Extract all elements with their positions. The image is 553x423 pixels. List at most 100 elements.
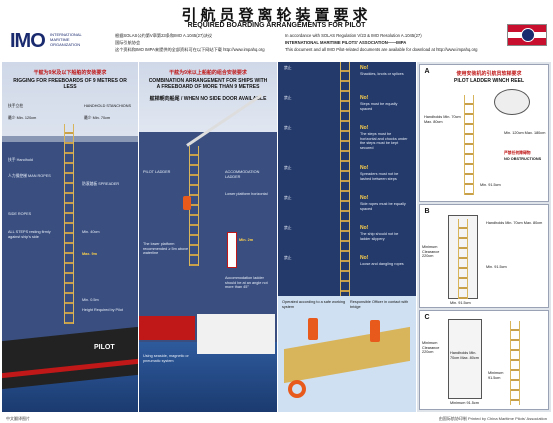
- p1-label-min70: 最少 Min. 70cm: [84, 116, 111, 120]
- no-desc-2: Steps must be equally spaced: [360, 102, 398, 111]
- footer: 中文翻译图片 由国际航协印制 Printed by China Maritime…: [0, 413, 553, 423]
- section-b-label-handholds: Handholds Min. 70cm Max. 80cm: [486, 221, 543, 225]
- side-door-frame: [448, 319, 482, 399]
- section-c-label-clearance: Minimum Clearance 220cm: [422, 341, 440, 355]
- imo-logo-sub: INTERNATIONAL MARITIME ORGANIZATION: [50, 32, 82, 47]
- p1-label-max9m: Max. 9m: [82, 252, 97, 256]
- section-a-label-min120: Min. 120cm Max. 180cm: [504, 131, 546, 135]
- no-item-2: 禁止 No!Steps must be equally spaced: [284, 95, 410, 111]
- panel-freeboard-9m-or-less: 干舷为9米及以下船舶的安装要求 RIGGING FOR FREEBOARDS O…: [2, 62, 138, 412]
- no-cn-5: 禁止: [284, 196, 292, 200]
- section-a-badge: A: [422, 67, 432, 77]
- no-item-3: 禁止 No!The steps must be horizontal and c…: [284, 126, 410, 150]
- no-en-6: No!: [360, 225, 369, 231]
- section-c-label-min915: Minimum 91.5cm: [450, 401, 479, 405]
- no-cn-1: 禁止: [284, 66, 292, 70]
- p2-label-pilot-ladder: PILOT LADDER: [143, 170, 171, 174]
- p1-label-spreader: 防滚踏板 SPREADER: [82, 182, 120, 186]
- panel1-title-cn: 干舷为9米及以下船舶的安装要求: [33, 70, 107, 76]
- section-a-title-en: PILOT LADDER WINCH REEL: [454, 78, 524, 84]
- p1-label-handhold: 扶手 Handhold: [8, 158, 33, 162]
- section-a: A 使用安装机的引航员软梯要求 PILOT LADDER WINCH REEL …: [419, 64, 549, 202]
- no-item-5: 禁止 No!Side ropes must be equally spaced: [284, 195, 410, 211]
- no-item-4: 禁止 No!Spreaders must not be lashed betwe…: [284, 165, 410, 181]
- p1-label-min120: 最少 Min. 120cm: [8, 116, 37, 120]
- side-door-ladder: [510, 321, 520, 405]
- section-a-label-handholds: Handholds Min. 70cm Max. 80cm: [424, 115, 461, 124]
- p1-label-side-ropes: SIDE ROPES: [8, 212, 32, 216]
- p1-label-stanchion: 扶手立柱: [8, 104, 24, 108]
- p1-label-stanchion-en: HANDHOLD STANCHIONS: [84, 104, 131, 108]
- clamp-detail: [197, 314, 275, 354]
- no-desc-3: The steps must be horizontal and chocks …: [360, 132, 408, 150]
- section-a-label-no-obstruct: NO OBSTRUCTIONS: [504, 157, 542, 161]
- header: IMO INTERNATIONAL MARITIME ORGANIZATION …: [0, 0, 553, 60]
- header-cn-line-2: 国际引航协会: [115, 40, 141, 45]
- p2-label-waterline: The lower platform recommended ≥ 5m abov…: [143, 242, 189, 256]
- no-cn-6: 禁止: [284, 226, 292, 230]
- no-cn-4: 禁止: [284, 166, 292, 170]
- p2-label-magnetic: Using seaside, magnetic or pneumatic sys…: [143, 354, 189, 363]
- winch-reel-icon: [494, 89, 530, 115]
- section-c-badge: C: [422, 313, 432, 323]
- impa-emblem-icon: [521, 28, 535, 42]
- section-b-label-min915: Min. 91.5cm: [450, 301, 471, 305]
- section-b-badge: B: [422, 207, 432, 217]
- panel2-subtitle: 舷梯朝向船尾 / WHEN NO SIDE DOOR AVAILABLE: [149, 96, 267, 102]
- no-desc-6: The ship should not be ladder slippery: [360, 232, 399, 241]
- imo-logo: IMO: [10, 30, 46, 52]
- winch-ladder: [464, 95, 474, 195]
- p1-label-min40: Min. 40cm: [82, 230, 100, 234]
- panel2-title-en: COMBINATION ARRANGEMENT FOR SHIPS WITH A…: [148, 78, 268, 90]
- p2-label-accommodation: ACCOMMODATION LADDER: [225, 170, 260, 179]
- footer-credit: 由国际航协印制 Printed by China Maritime Pilots…: [438, 416, 547, 421]
- p1-label-height: Height Required by Pilot: [82, 308, 123, 312]
- no-en-4: No!: [360, 165, 369, 171]
- no-desc-1: Shackles, knots or splices: [360, 72, 404, 76]
- header-en-line-3: This document and all IMO Pilot-related …: [285, 47, 478, 52]
- lifebuoy-icon: [288, 380, 306, 398]
- pilot-boat-label: PILOT: [94, 344, 115, 351]
- section-a-title-cn: 使用安装机的引航员软梯要求: [456, 71, 522, 77]
- header-cn-line-1: 根据SOLAS公约第V章第23条和IMO A.1045(27)决议: [115, 33, 213, 38]
- header-en-line-2: INTERNATIONAL MARITIME PILOTS' ASSOCIATI…: [285, 40, 407, 45]
- header-en-line-1: In accordance with SOLAS Regulation V/23…: [285, 33, 422, 38]
- p3-label-safe-system: Operated according to a safe working sys…: [282, 300, 346, 309]
- no-desc-7: Loose and dangling ropes: [360, 262, 404, 266]
- no-item-1: 禁止 No!Shackles, knots or splices: [284, 65, 410, 76]
- no-en-5: No!: [360, 195, 369, 201]
- section-a-label-min915: Min. 91.5cm: [480, 183, 501, 187]
- footer-left: 中文翻译图片: [6, 416, 30, 421]
- panel-prohibited: 禁止 No!Shackles, knots or splices 禁止 No!S…: [278, 62, 416, 412]
- no-cn-7: 禁止: [284, 256, 292, 260]
- header-cn-line-3: 这个资料和IMO IMPA来提供的全部资料可在以下网站下载 http://www…: [115, 47, 265, 52]
- section-a-label-no-obstruct-cn: 严禁任何障碍物: [504, 151, 531, 155]
- height-gauge: [227, 232, 237, 268]
- p1-label-min05: Min. 0.5m: [82, 298, 99, 302]
- section-b-label-min915-2: Min. 91.5cm: [486, 265, 507, 269]
- no-item-7: 禁止 No!Loose and dangling ropes: [284, 255, 410, 266]
- p1-label-all-steps: ALL STEPS resting firmly against ship's …: [8, 230, 51, 239]
- panel-combination-arrangement: 干舷为9米以上船舶的组合安装要求 COMBINATION ARRANGEMENT…: [139, 62, 277, 412]
- no-en-1: No!: [360, 65, 369, 71]
- no-en-2: No!: [360, 95, 369, 101]
- section-b-label-clearance: Minimum Clearance 220cm: [422, 245, 440, 259]
- p2-label-angle: Accommodation ladder should be at an ang…: [225, 276, 268, 290]
- crew-figure-2: [370, 320, 380, 342]
- pilot-figure: [183, 196, 191, 210]
- pilot-boat: [139, 316, 195, 340]
- no-item-6: 禁止 No!The ship should not be ladder slip…: [284, 225, 410, 241]
- panel-winch-reel: A 使用安装机的引航员软梯要求 PILOT LADDER WINCH REEL …: [417, 62, 551, 412]
- no-desc-4: Spreaders must not be lashed between ste…: [360, 172, 399, 181]
- no-cn-3: 禁止: [284, 126, 292, 130]
- section-b: B Minimum Clearance 220cm Min. 91.5cm Ha…: [419, 204, 549, 308]
- crew-figure-1: [308, 318, 318, 340]
- section-c: C Minimum Clearance 220cm Handholds Min.…: [419, 310, 549, 410]
- no-desc-5: Side ropes must be equally spaced: [360, 202, 406, 211]
- p2-label-platform: Lower platform horizontal: [225, 192, 268, 196]
- pilot-ladder: [64, 124, 74, 324]
- title-chinese: 引航员登离轮装置要求: [181, 6, 372, 24]
- panel2-title-cn: 干舷为9米以上船舶的组合安装要求: [169, 70, 247, 76]
- no-en-7: No!: [360, 255, 369, 261]
- no-cn-2: 禁止: [284, 96, 292, 100]
